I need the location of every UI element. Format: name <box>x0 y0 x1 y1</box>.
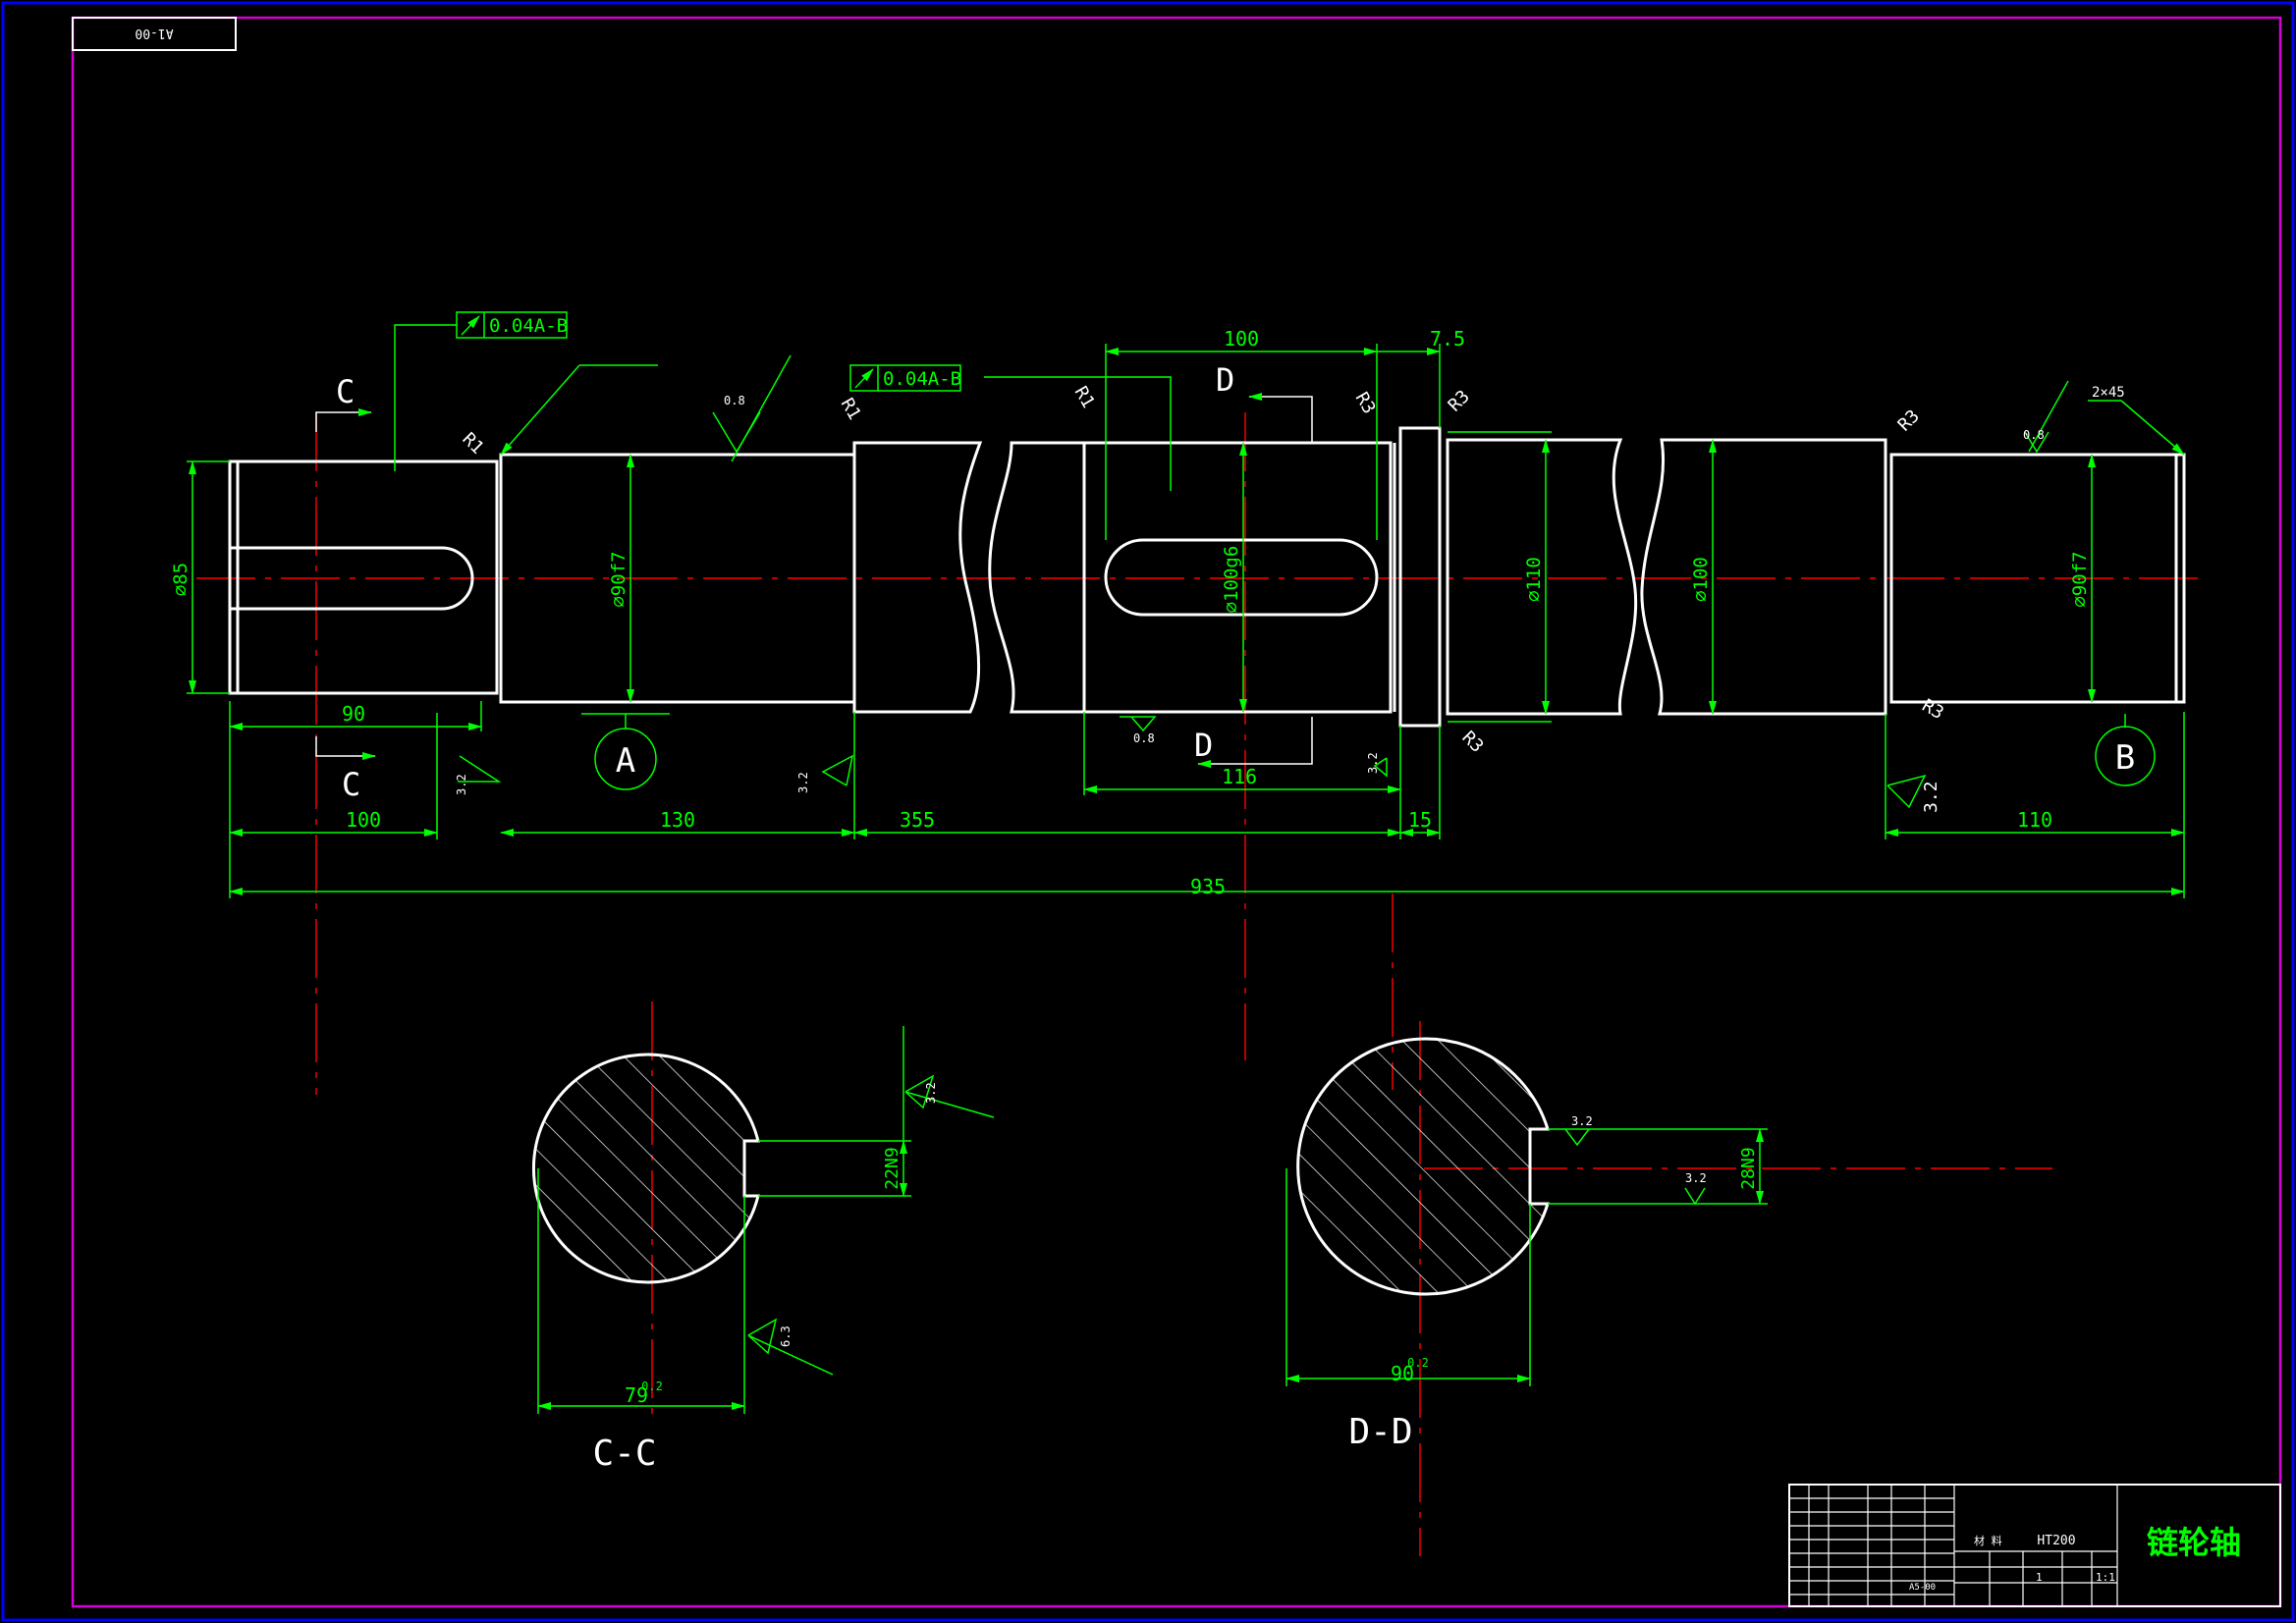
length-116: 116 <box>1222 765 1257 788</box>
length-90: 90 <box>342 702 365 726</box>
roughness-marks <box>458 411 2050 1376</box>
diameter-100: ⌀100 <box>1690 557 1712 602</box>
sheet-code-box <box>72 17 237 51</box>
shaft-step-85 <box>228 460 499 695</box>
roughness-32-e: 3.2 <box>924 1082 938 1104</box>
keyway-c <box>230 546 474 611</box>
section-d-top: D <box>1216 361 1234 399</box>
section-cc-width: 79 <box>625 1383 648 1407</box>
length-15: 15 <box>1408 808 1432 832</box>
length-355: 355 <box>900 808 935 832</box>
datum-b <box>2095 714 2156 786</box>
title-std-code: A5-00 <box>1909 1583 1936 1593</box>
datum-a <box>581 713 670 790</box>
runout-frame-1 <box>394 311 568 471</box>
shaft-step-110 <box>1446 438 1638 716</box>
section-cc-label: C-C <box>592 1434 656 1474</box>
shaft-step-mid-b <box>988 441 1086 714</box>
radius-r3-a: R3 <box>1351 389 1380 417</box>
shaft-collar <box>1398 426 1442 728</box>
radius-r3-e: R3 <box>1919 695 1947 724</box>
section-dd-width: 90 <box>1391 1362 1414 1385</box>
radius-r3-d: R3 <box>1894 406 1924 435</box>
roughness-32-d: 3.2 <box>1921 781 1941 813</box>
roughness-32-c: 3.2 <box>1366 752 1380 774</box>
roughness-63: 6.3 <box>779 1325 793 1347</box>
radius-r3-b: R3 <box>1445 386 1474 415</box>
shaft-step-mid-a <box>852 441 983 714</box>
title-material-label: 材 料 <box>1974 1534 2002 1547</box>
radius-r1-left: R1 <box>458 429 487 459</box>
length-100: 100 <box>346 808 381 832</box>
leaders <box>500 354 2185 462</box>
chamfer-label: 2×45 <box>2092 385 2125 401</box>
diameter-110: ⌀110 <box>1523 557 1545 602</box>
section-cut-d <box>1197 393 1313 768</box>
length-130: 130 <box>660 808 695 832</box>
radius-r3-c: R3 <box>1457 728 1487 757</box>
title-block <box>1788 1484 2281 1607</box>
shaft-outline <box>228 426 2186 728</box>
roughness-32-f: 3.2 <box>1571 1114 1593 1128</box>
section-cc-tol: 0.2 <box>641 1380 663 1393</box>
section-dd-tol: 0.2 <box>1407 1356 1429 1370</box>
diameter-90f7-right: ⌀90f7 <box>2069 551 2091 607</box>
runout-2-value: 0.04A-B <box>883 368 961 390</box>
length-100-top: 100 <box>1224 327 1259 351</box>
length-7-5: 7.5 <box>1430 327 1465 351</box>
roughness-08-b: 0.8 <box>2023 428 2045 442</box>
roughness-32-g: 3.2 <box>1685 1171 1707 1185</box>
radius-r1-mid: R1 <box>837 395 865 423</box>
section-cc-key: 22N9 <box>882 1147 902 1189</box>
section-dd-label: D-D <box>1348 1412 1412 1452</box>
title-part-name: 链轮轴 <box>2147 1524 2241 1561</box>
diameter-90f7: ⌀90f7 <box>608 551 629 607</box>
section-c-bottom: C <box>342 766 360 803</box>
sheet-code: A1-00 <box>135 26 173 40</box>
datum-a-label: A <box>616 741 635 781</box>
diameter-100g6: ⌀100g6 <box>1221 546 1242 614</box>
title-material: HT200 <box>2037 1534 2075 1548</box>
section-d-bottom: D <box>1194 727 1213 764</box>
title-scale: 1:1 <box>2096 1571 2115 1584</box>
runout-frame-2 <box>849 364 1172 440</box>
shaft-step-100-b <box>1640 438 1887 716</box>
shaft-step-100 <box>1082 441 1393 714</box>
roughness-32-b: 3.2 <box>796 772 810 793</box>
title-qty: 1 <box>2036 1571 2043 1584</box>
section-cut-c <box>315 408 376 760</box>
roughness-08-c: 0.8 <box>1133 731 1155 745</box>
radius-r1-key: R1 <box>1070 383 1099 411</box>
shaft-step-90-right <box>1889 453 2186 704</box>
roughness-08-a: 0.8 <box>724 394 745 407</box>
runout-1-value: 0.04A-B <box>489 315 568 337</box>
section-c-top: C <box>336 373 355 410</box>
drawing-frame <box>71 16 2282 1608</box>
roughness-32-a: 3.2 <box>455 774 468 795</box>
section-dd <box>1285 1037 1768 1386</box>
section-dd-key: 28N9 <box>1738 1147 1759 1189</box>
datum-b-label: B <box>2115 738 2135 778</box>
length-110: 110 <box>2017 808 2052 832</box>
section-cc <box>532 1026 911 1414</box>
length-935: 935 <box>1190 875 1226 898</box>
diameter-85: ⌀85 <box>170 563 191 596</box>
